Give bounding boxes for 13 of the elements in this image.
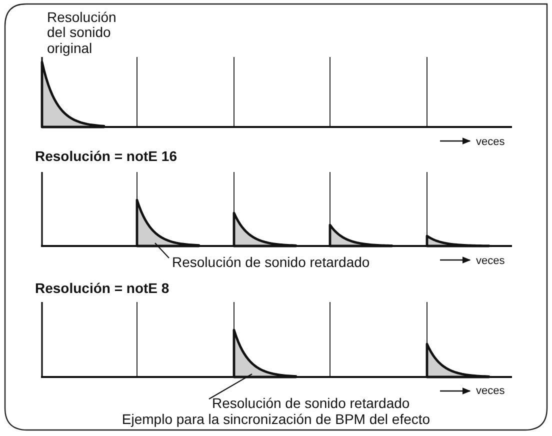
annotation-text: Resolución del sonido original	[47, 10, 118, 56]
row-heading: Resolución = notE 16	[35, 149, 177, 164]
leader-line	[208, 374, 252, 400]
axis-label: veces	[476, 385, 505, 398]
decay-pulse	[136, 198, 200, 248]
callout-text: Resolución de sonido retardado	[212, 396, 410, 412]
row-heading: Resolución = notE 8	[35, 281, 170, 296]
leader-line	[154, 242, 170, 258]
axis-label: veces	[476, 136, 505, 148]
callout-text: Resolución de sonido retardado	[172, 255, 370, 270]
axis-label: veces	[476, 255, 505, 268]
caption: Ejemplo para la sincronización de BPM del efecto	[120, 412, 432, 428]
decay-pulse	[232, 328, 298, 378]
